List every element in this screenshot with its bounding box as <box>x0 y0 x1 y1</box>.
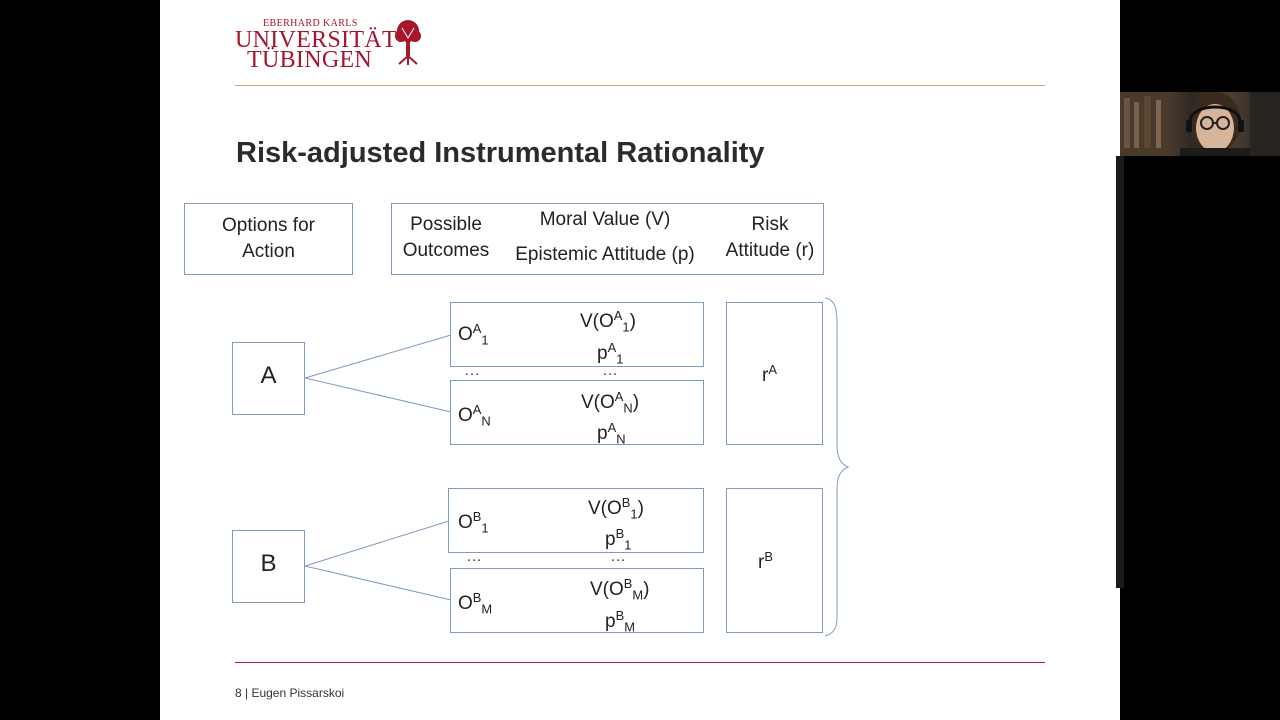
ellipsis-a-right: … <box>602 362 618 380</box>
outcome-an-probability: pAN <box>597 420 626 447</box>
risk-b-label: rB <box>758 549 773 574</box>
webcam-video[interactable] <box>1120 92 1280 156</box>
university-logo: EBERHARD KARLS UNIVERSITÄT TÜBINGEN <box>235 16 435 68</box>
logo-line-3: TÜBINGEN <box>247 50 372 70</box>
top-rule <box>235 85 1045 86</box>
webcam-edge <box>1116 156 1124 588</box>
bottom-rule <box>235 662 1045 663</box>
slide-footer: 8 | Eugen Pissarskoi <box>235 686 344 700</box>
outcome-bm-probability: pBM <box>605 608 635 635</box>
outcome-an-label: OAN <box>458 402 491 429</box>
risk-a-label: rA <box>762 362 777 387</box>
slide-title: Risk-adjusted Instrumental Rationality <box>236 137 765 170</box>
outcome-bm-label: OBM <box>458 590 492 617</box>
outcome-b1-label: OB1 <box>458 509 489 536</box>
outcome-bm-value: V(OBM) <box>590 576 649 603</box>
ellipsis-b-left: … <box>466 548 482 566</box>
tree-icon <box>393 18 423 66</box>
option-a-label: A <box>232 362 305 390</box>
risk-b-box <box>726 488 823 633</box>
slide: EBERHARD KARLS UNIVERSITÄT TÜBINGEN Risk… <box>160 0 1120 720</box>
presenter-avatar-icon <box>1120 92 1280 156</box>
outcome-a1-value: V(OA1) <box>580 308 636 335</box>
outcome-b1-value: V(OB1) <box>588 495 644 522</box>
header-moral-value: Moral Value (V) <box>500 209 710 231</box>
outcome-a1-label: OA1 <box>458 321 489 348</box>
outcome-an-value: V(OAN) <box>581 389 639 416</box>
ellipsis-a-left: … <box>464 362 480 380</box>
header-epistemic-attitude: Epistemic Attitude (p) <box>500 244 710 266</box>
option-b-label: B <box>232 550 305 578</box>
ellipsis-b-right: … <box>610 548 626 566</box>
